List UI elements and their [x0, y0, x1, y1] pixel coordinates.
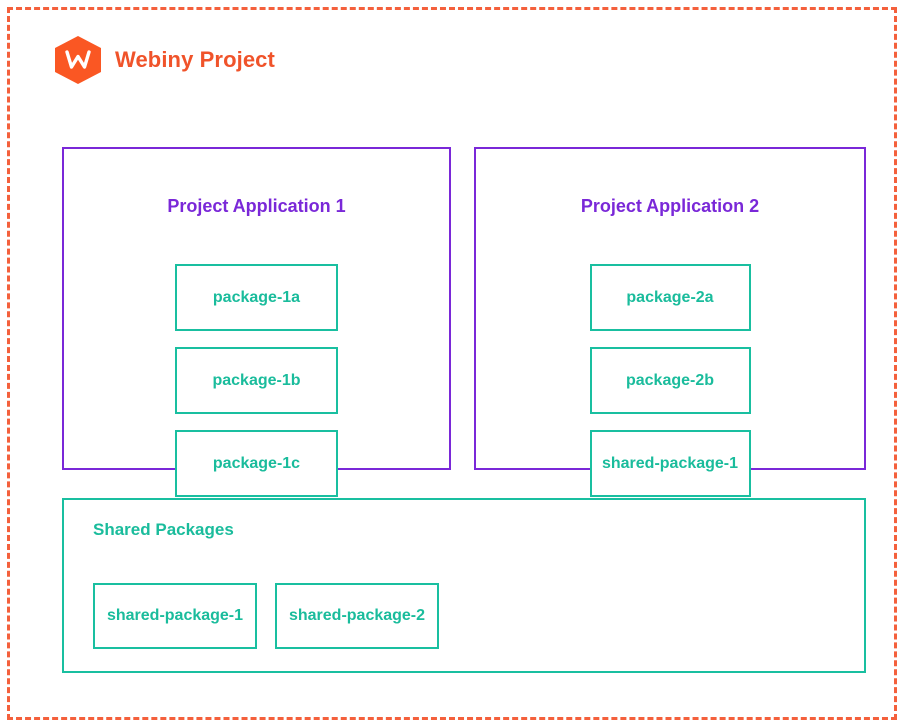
project-application-2-title: Project Application 2 — [580, 196, 760, 216]
package-box[interactable]: package-2b — [589, 347, 751, 414]
shared-packages-title: Shared Packages — [93, 520, 234, 539]
package-box[interactable]: package-1a — [175, 264, 338, 331]
package-label: shared-package-1 — [106, 607, 244, 624]
project-boundary: Webiny Project Project Application 1 pac… — [7, 7, 897, 720]
package-label: package-1c — [212, 454, 301, 472]
package-label: package-1a — [212, 288, 301, 306]
package-box[interactable]: package-2a — [589, 264, 751, 331]
shared-packages-grid: shared-package-1 shared-package-2 — [93, 583, 439, 649]
project-header: Webiny Project — [55, 36, 275, 84]
shared-packages-container: Shared Packages shared-package-1 shared-… — [62, 498, 866, 673]
package-box[interactable]: package-1c — [175, 430, 338, 497]
project-application-1-container: Project Application 1 package-1a package… — [62, 147, 451, 580]
package-label: shared-package-2 — [288, 607, 426, 624]
package-label: package-2a — [626, 288, 714, 306]
webiny-hexagon-logo-icon — [55, 36, 101, 84]
package-box[interactable]: shared-package-2 — [275, 583, 439, 649]
package-label: package-2b — [625, 371, 715, 389]
package-label: shared-package-1 — [601, 454, 739, 472]
project-application-1-title: Project Application 1 — [167, 196, 346, 216]
package-box[interactable]: shared-package-1 — [589, 430, 751, 497]
package-label: package-1b — [212, 371, 301, 389]
project-application-2-container: Project Application 2 package-2a package… — [474, 147, 866, 580]
package-box[interactable]: shared-package-1 — [93, 583, 257, 649]
package-box[interactable]: package-1b — [175, 347, 338, 414]
page-title: Webiny Project — [115, 47, 275, 72]
